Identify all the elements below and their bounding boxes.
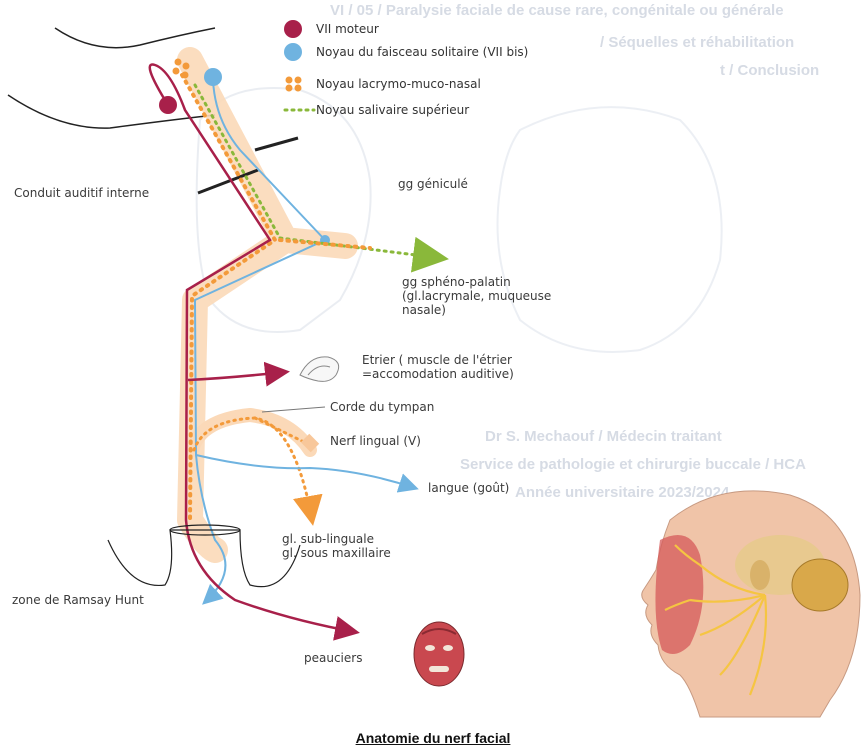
bg-title-line3: t / Conclusion <box>720 62 820 79</box>
bg-title-line1: VI / 05 / Paralysie faciale de cause rar… <box>330 2 784 19</box>
label-etrier-1: Etrier ( muscle de l'étrier <box>362 353 512 367</box>
label-spheno-2: (gl.lacrymale, muqueuse <box>402 289 552 303</box>
lingual-junction <box>300 433 320 453</box>
corde-sheath <box>185 407 317 457</box>
label-gl-sublinguale: gl. sub-linguale <box>282 532 374 546</box>
label-langue: langue (goût) <box>428 481 510 495</box>
brainstem-outline-bottom <box>7 94 216 129</box>
label-nerf-lingual: Nerf lingual (V) <box>330 434 421 448</box>
bg-service: Service de pathologie et chirurgie bucca… <box>460 456 806 473</box>
faint-face-right <box>496 106 723 353</box>
brainstem-outline-top <box>54 27 216 49</box>
solitary-fibre <box>193 79 327 605</box>
lacrimal-fibre <box>180 73 278 522</box>
legend-dot-lacrimal <box>285 76 302 92</box>
lacrimal-nucleus <box>172 58 190 79</box>
meatus-bar-bottom <box>197 168 259 195</box>
legend-label-lacrimal: Noyau lacrymo-muco-nasal <box>316 77 481 91</box>
taste-branch <box>195 454 419 493</box>
legend-label-motor: VII moteur <box>316 22 379 36</box>
lacrimal-to-spheno <box>278 238 372 250</box>
label-corde-tympan: Corde du tympan <box>330 400 435 414</box>
solitary-nucleus <box>204 68 222 86</box>
stapedius-branch <box>187 361 290 387</box>
corde-fibre <box>192 416 323 526</box>
label-gl-sousmax: gl. sous maxillaire <box>282 546 391 560</box>
legend-dot-motor <box>284 20 302 38</box>
salivary-fibre <box>193 83 449 273</box>
legend-dot-solitary <box>284 43 302 61</box>
figure-caption: Anatomie du nerf facial <box>355 730 511 746</box>
head-anatomy-illustration <box>641 490 861 718</box>
label-spheno-3: nasale) <box>402 303 446 317</box>
corde-callout <box>261 406 326 413</box>
motor-nucleus <box>159 96 177 114</box>
label-peauciers: peauciers <box>304 651 363 665</box>
legend-label-solitary: Noyau du faisceau solitaire (VII bis) <box>316 45 529 59</box>
label-gg-genicule: gg géniculé <box>398 177 468 191</box>
bg-title-line2: / Séquelles et réhabilitation <box>600 34 795 51</box>
legend-label-salivary: Noyau salivaire supérieur <box>316 103 470 117</box>
label-ramsay-hunt: zone de Ramsay Hunt <box>12 593 144 607</box>
meatus-bar-top <box>254 136 299 152</box>
bg-author: Dr S. Mechaouf / Médecin traitant <box>485 428 722 445</box>
bg-year: Année universitaire 2023/2024 <box>515 484 730 501</box>
label-conduit-auditif: Conduit auditif interne <box>14 186 150 200</box>
label-spheno-1: gg sphéno-palatin <box>402 275 511 289</box>
label-etrier-2: =accomodation auditive) <box>362 367 514 381</box>
motor-fibre <box>148 63 360 641</box>
stapes-icon <box>299 356 340 382</box>
face-muscles-icon <box>413 621 465 687</box>
